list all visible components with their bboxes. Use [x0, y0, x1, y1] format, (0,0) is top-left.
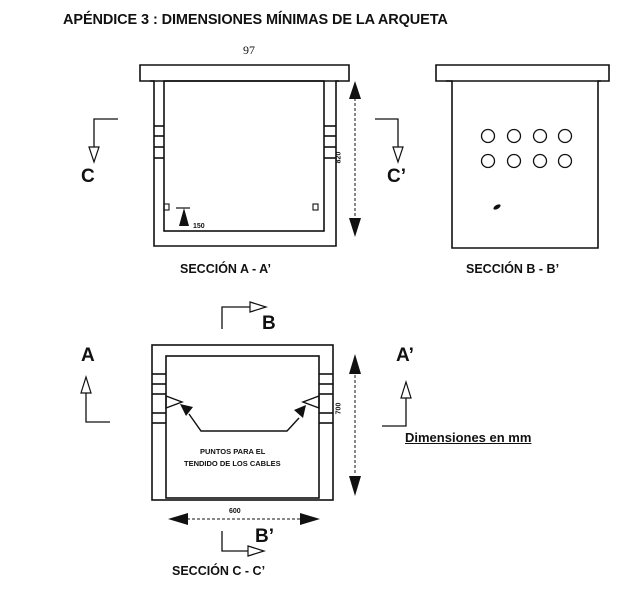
- cable-holes: [480, 128, 573, 169]
- cut-label-b: B: [262, 313, 276, 334]
- dim-arrow-bottom-700: [349, 476, 361, 496]
- pointer-arrow-right: [294, 405, 306, 418]
- cut-label-c-prime: C’: [387, 166, 406, 187]
- note-line-2: TENDIDO DE LOS CABLES: [184, 459, 281, 468]
- plan-notches-left: [152, 373, 166, 424]
- cut-label-a-prime: A’: [396, 345, 414, 366]
- page-number: 97: [243, 43, 255, 57]
- caption-section-b: SECCIÓN B - B’: [466, 262, 560, 276]
- page-title: APÉNDICE 3 : DIMENSIONES MÍNIMAS DE LA A…: [63, 12, 448, 28]
- units-note: Dimensiones en mm: [405, 430, 532, 445]
- wall-notches-left: [154, 125, 164, 159]
- dim-arrow-bottom-820: [349, 218, 361, 237]
- cut-label-b-prime: B’: [255, 526, 274, 547]
- depth-mark-150: 150: [193, 223, 205, 230]
- dim-arrow-right-600: [300, 513, 320, 525]
- section-a-drawing: [88, 64, 404, 247]
- section-b-drawing: [435, 64, 610, 249]
- cut-label-c: C: [81, 166, 95, 187]
- plan-notches-right: [319, 373, 333, 424]
- cut-label-a: A: [81, 345, 95, 366]
- dim-arrow-top-820: [349, 81, 361, 99]
- dim-arrow-top-700: [349, 354, 361, 374]
- pointer-arrow-left: [180, 404, 193, 416]
- note-line-1: PUNTOS PARA EL: [200, 447, 266, 456]
- caption-section-a: SECCIÓN A - A’: [180, 262, 271, 276]
- width-dim-600: 600: [229, 508, 241, 515]
- small-mark: [493, 204, 501, 210]
- wall-notches-right: [324, 125, 336, 159]
- depth-marker-150: [179, 208, 189, 226]
- caption-section-c: SECCIÓN C - C’: [172, 564, 266, 578]
- dim-arrow-left-600: [168, 513, 188, 525]
- section-c-drawing: [80, 301, 412, 557]
